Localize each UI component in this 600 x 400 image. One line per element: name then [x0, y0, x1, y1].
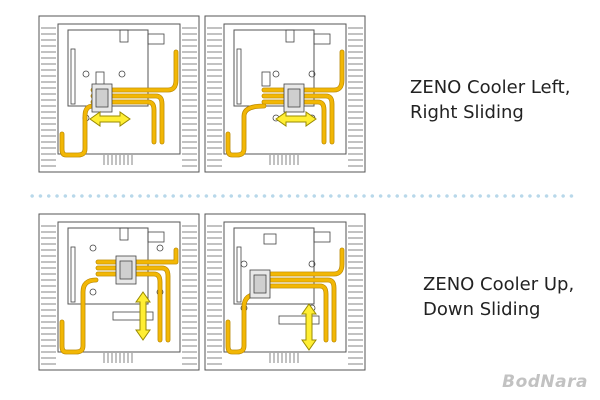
double-arrow-left-right-icon [275, 111, 317, 127]
caption-vertical-sliding: ZENO Cooler Up, Down Sliding [423, 272, 574, 322]
caption-horizontal-sliding: ZENO Cooler Left, Right Sliding [410, 75, 570, 125]
case-diagram-top-right [204, 15, 366, 173]
caption-line-2: Down Sliding [423, 299, 541, 320]
vents [269, 155, 299, 165]
heatsink-fins-right [348, 27, 363, 167]
heatpipes [59, 49, 179, 158]
heatpipes [225, 49, 345, 158]
case-diagram-bottom-left [38, 213, 200, 371]
heatsink-fins-right [348, 225, 363, 365]
dotted-divider [28, 193, 576, 199]
heatsink-fins-left [41, 225, 56, 365]
cpu-block [91, 83, 113, 113]
vents [269, 353, 299, 363]
heatsink-fins-left [207, 27, 222, 167]
cpu-block [249, 269, 271, 299]
heatpipes [225, 247, 345, 355]
cpu-block [283, 83, 305, 113]
heatsink-fins-right [182, 27, 197, 167]
case-diagram-top-left [38, 15, 200, 173]
cpu-block [115, 255, 137, 285]
double-arrow-up-down-icon [135, 291, 151, 341]
vents [103, 353, 133, 363]
bodnara-logo: BodNara [502, 372, 588, 392]
double-arrow-left-right-icon [89, 111, 131, 127]
caption-line-1: ZENO Cooler Up, [423, 274, 575, 295]
heatsink-fins-left [41, 27, 56, 167]
heatpipes [59, 247, 179, 355]
vents [103, 155, 133, 165]
heatsink-fins-left [207, 225, 222, 365]
double-arrow-up-down-icon [301, 303, 317, 351]
caption-line-1: ZENO Cooler Left, [410, 77, 571, 98]
caption-line-2: Right Sliding [410, 102, 524, 123]
heatsink-fins-right [182, 225, 197, 365]
case-diagram-bottom-right [204, 213, 366, 371]
